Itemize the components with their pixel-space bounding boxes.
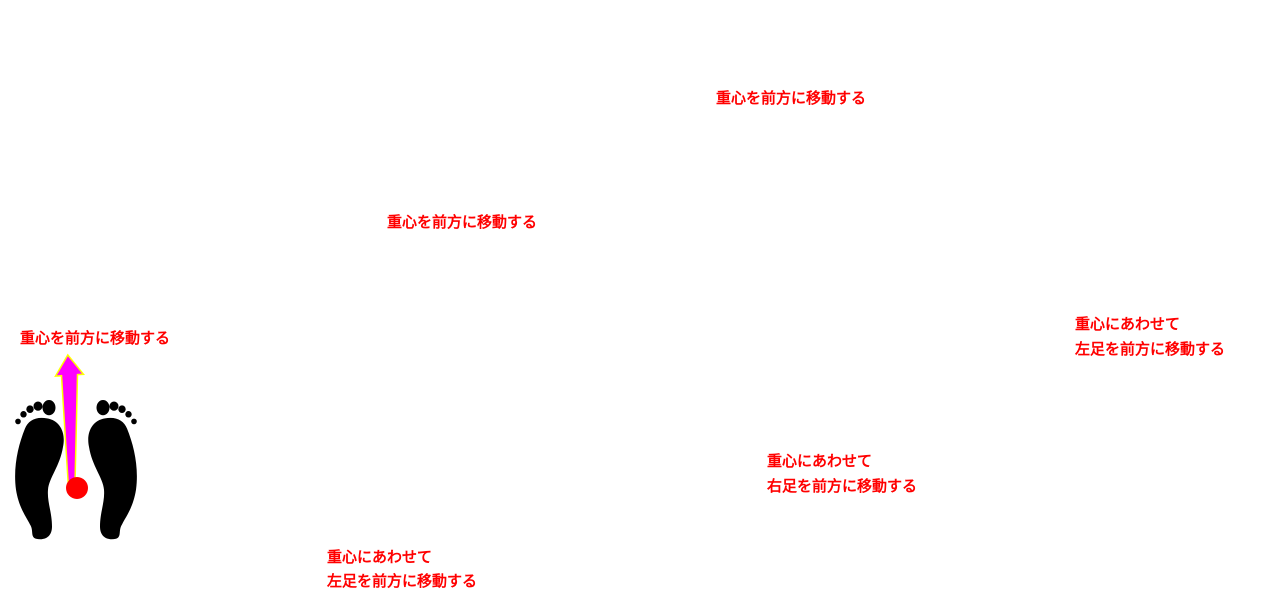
move-left-foot-label-line1: 重心にあわせて <box>1075 315 1181 333</box>
weight-forward-label: 重心を前方に移動する <box>20 329 171 347</box>
left-footprint-icon <box>15 400 64 540</box>
move-right-foot-label-line1: 重心にあわせて <box>767 452 873 470</box>
move-right-foot-label-line2: 右足を前方に移動する <box>767 477 918 495</box>
move-left-foot-label-line2: 左足を前方に移動する <box>1075 340 1226 358</box>
center-of-gravity-dot <box>66 477 88 499</box>
weight-forward-label: 重心を前方に移動する <box>387 213 538 231</box>
move-left-foot-label-line1: 重心にあわせて <box>327 548 433 566</box>
weight-forward-label: 重心を前方に移動する <box>716 89 867 107</box>
right-footprint-icon <box>88 400 137 539</box>
move-left-foot-label-line2: 左足を前方に移動する <box>327 572 478 590</box>
weight-shift-arrow <box>54 353 86 494</box>
